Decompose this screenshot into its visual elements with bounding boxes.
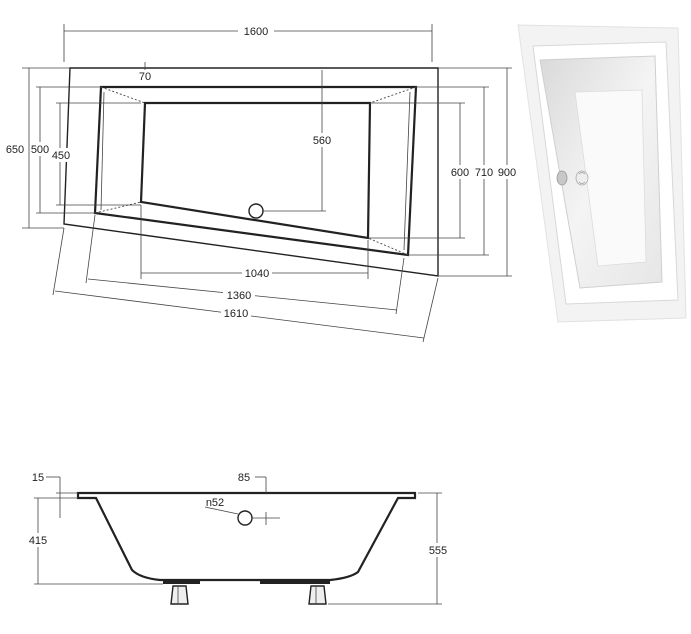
label-bg: [238, 24, 274, 38]
side-drain-circle: [237, 510, 253, 526]
plan-view: 1600 70 650 500 450 560 600: [6, 24, 519, 343]
photo-tub-floor: [574, 89, 647, 267]
side-view: n52 15 85 415 555: [25, 472, 452, 605]
label-bg: [6, 142, 26, 156]
label-bg: [242, 266, 272, 280]
dim-1360: 1360: [227, 290, 251, 302]
dim-500: 500: [31, 144, 49, 156]
dim-1610: 1610: [224, 308, 248, 320]
leader-line: [204, 506, 239, 515]
label-bg: [495, 165, 519, 179]
dim-1600: 1600: [244, 26, 268, 38]
dim-1040: 1040: [245, 268, 269, 280]
label-bg: [223, 288, 255, 302]
ext-line: [395, 257, 405, 315]
corner-line: [367, 237, 409, 256]
dim-15: 15: [32, 472, 44, 484]
side-leg-left: [170, 585, 189, 605]
side-foot-right: [260, 580, 330, 584]
dim-415: 415: [29, 535, 47, 547]
dim-450: 450: [52, 150, 70, 162]
edge-line: [403, 91, 411, 251]
side-foot-left: [163, 580, 200, 584]
plan-drain-circle: [248, 203, 264, 219]
dim-900: 900: [498, 167, 516, 179]
side-label-n52: n52: [206, 497, 224, 509]
label-bg: [311, 133, 335, 147]
corner-line: [100, 86, 146, 104]
side-leg-right: [308, 585, 327, 605]
dim-560: 560: [313, 135, 331, 147]
photo-drain-icon: [578, 172, 586, 184]
corner-line: [94, 201, 142, 214]
dim-70: 70: [139, 71, 151, 83]
ext-line: [52, 227, 65, 296]
label-bg: [30, 142, 50, 156]
dim-85: 85: [238, 472, 250, 484]
ext-line: [85, 214, 96, 284]
dim-600: 600: [451, 167, 469, 179]
edge-line: [100, 91, 105, 211]
side-tub-profile: [76, 491, 417, 582]
label-bg: [50, 148, 72, 162]
label-bg: [424, 543, 452, 557]
photo-drain-icon: [575, 170, 589, 186]
label-bg: [472, 165, 496, 179]
label-bg: [448, 165, 472, 179]
dim-710: 710: [475, 167, 493, 179]
dim-650: 650: [6, 144, 24, 156]
bathtub-photo: [517, 24, 687, 323]
label-bg: [221, 305, 251, 319]
ext-line: [422, 277, 439, 343]
photo-overflow-icon: [556, 170, 568, 186]
corner-line: [369, 86, 417, 104]
label-bg: [25, 533, 51, 547]
dim-555: 555: [429, 545, 447, 557]
